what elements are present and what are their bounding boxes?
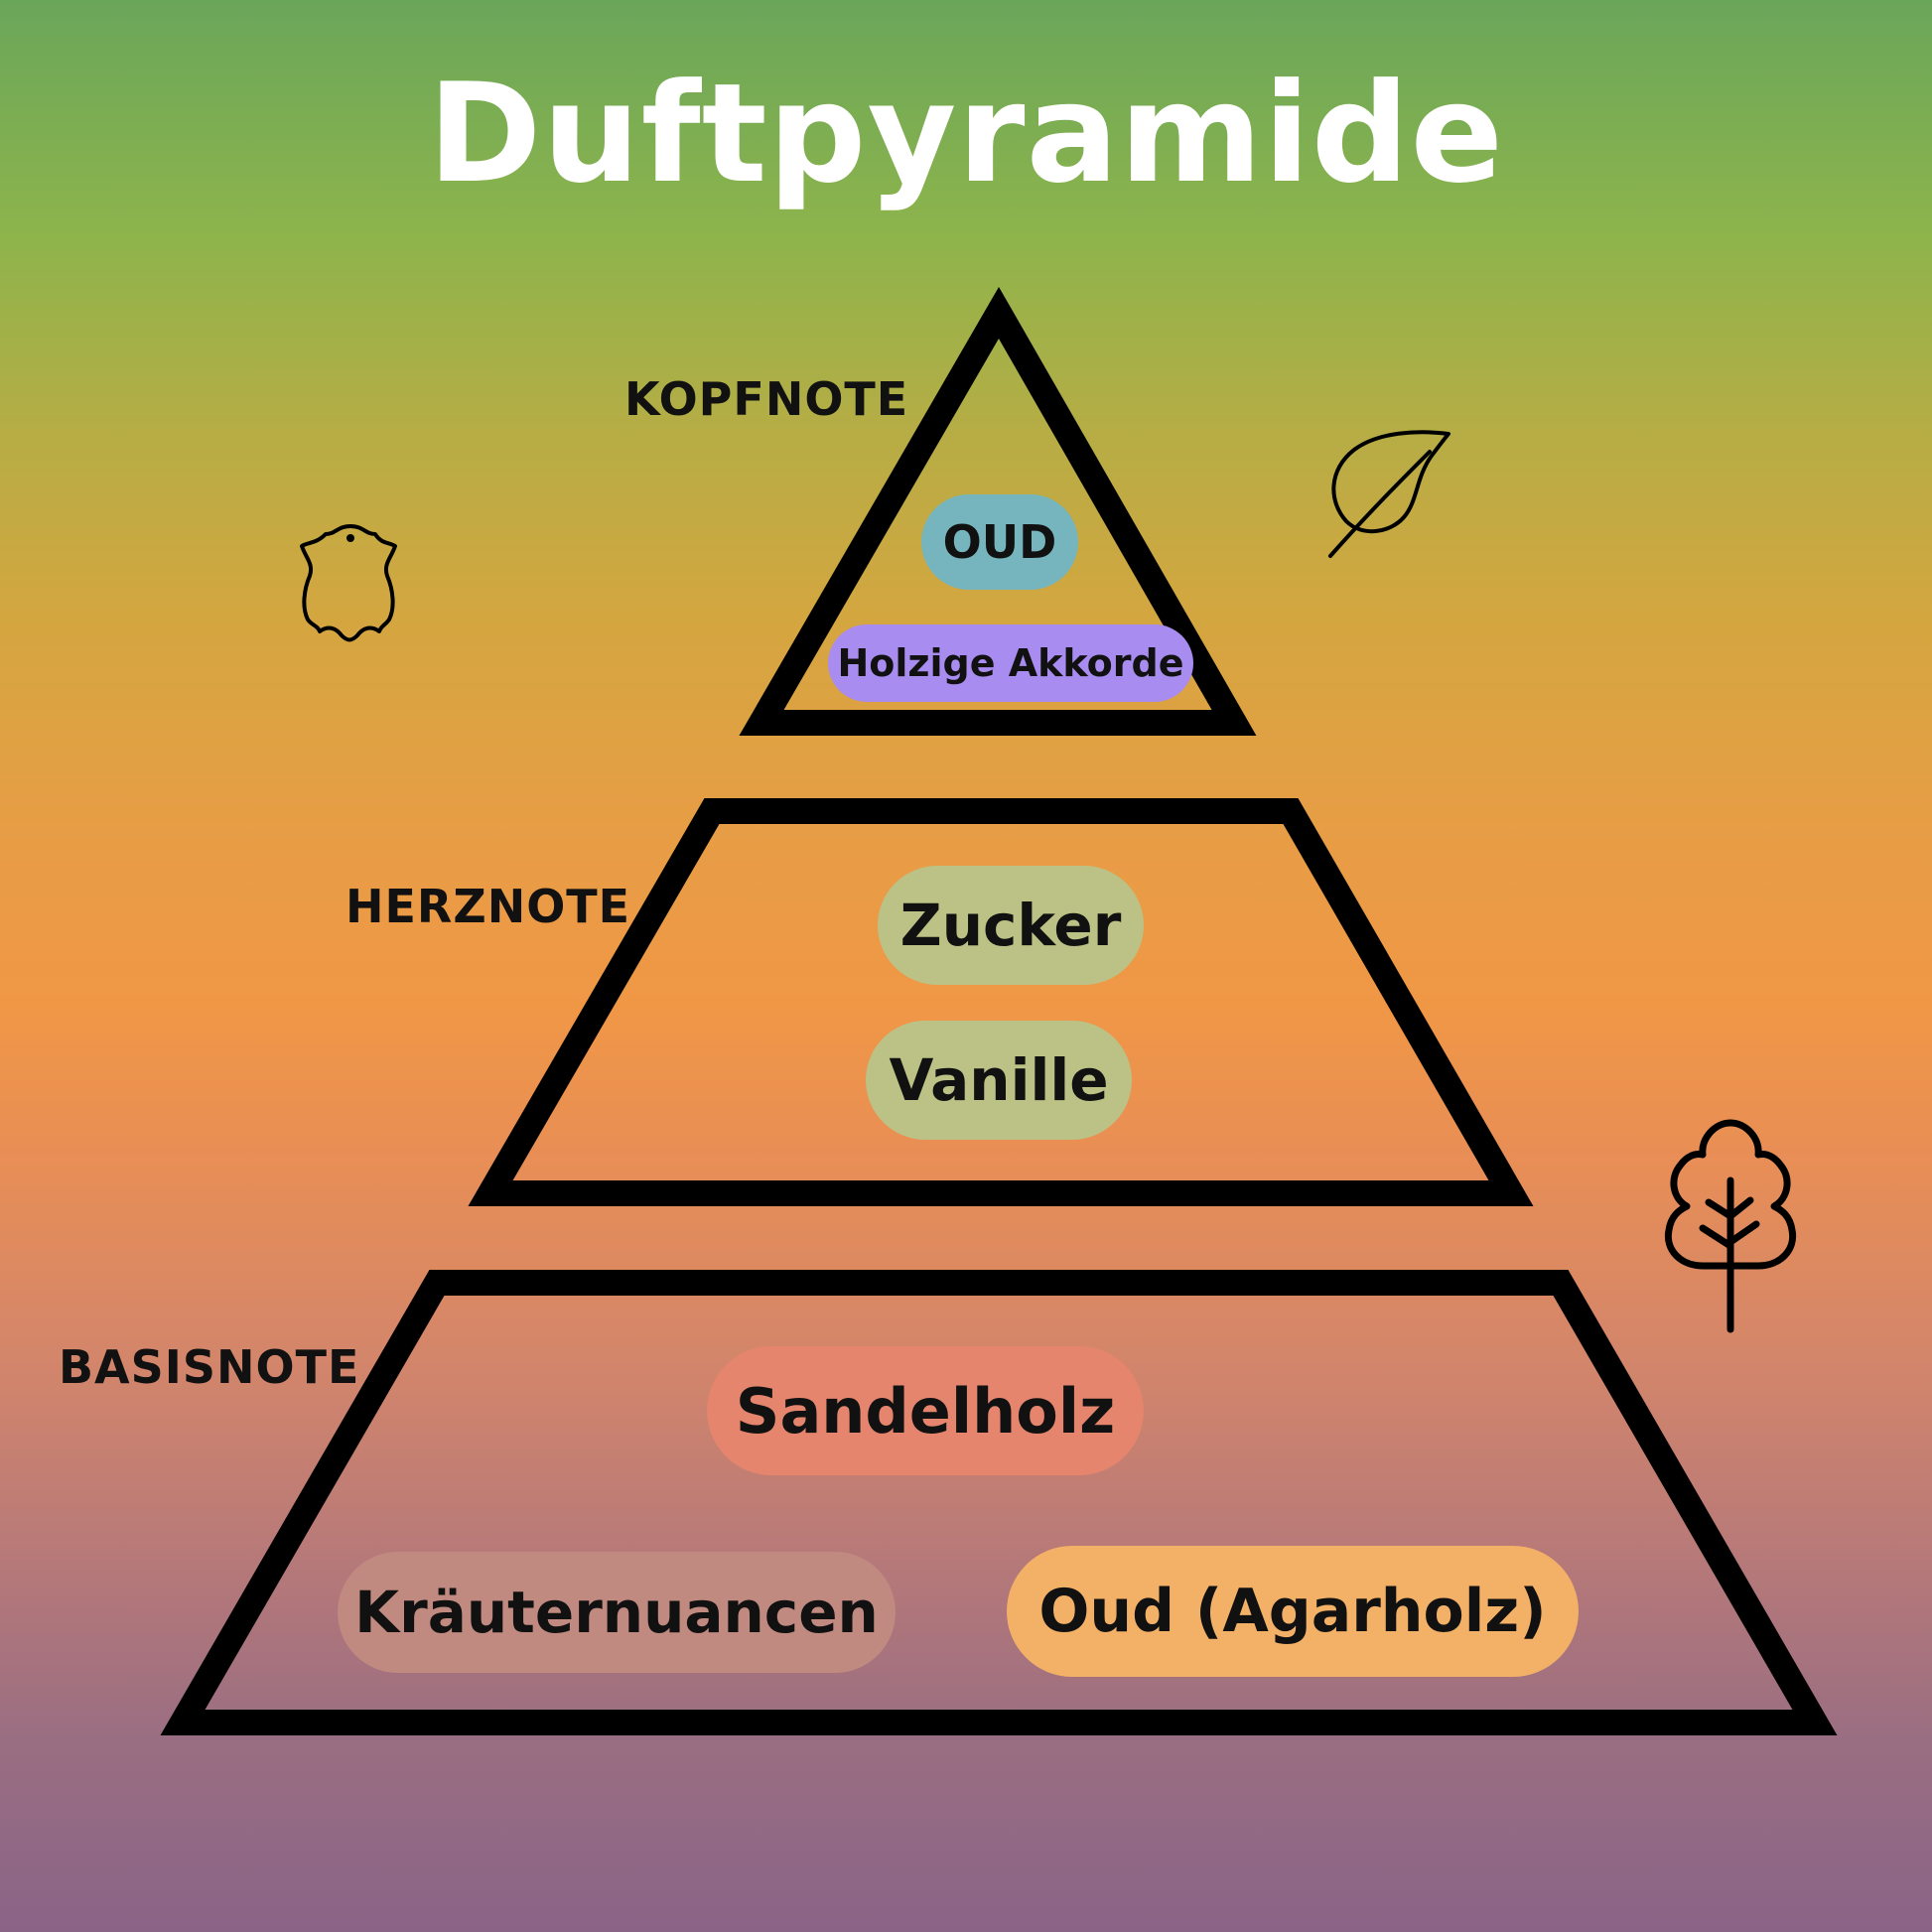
note-pill-sandelholz: Sandelholz	[707, 1346, 1144, 1475]
pyramid-base-tier	[160, 1270, 1838, 1735]
note-pill-zucker: Zucker	[878, 866, 1144, 985]
leather-icon	[300, 524, 397, 642]
label-herznote: HERZNOTE	[345, 880, 631, 933]
note-pill-oud-agarholz: Oud (Agarholz)	[1007, 1546, 1579, 1677]
note-pill-vanille: Vanille	[866, 1021, 1132, 1140]
pyramid-top-tier	[739, 286, 1257, 736]
note-pill-oud: OUD	[921, 494, 1078, 590]
label-basisnote: BASISNOTE	[59, 1340, 360, 1394]
label-kopfnote: KOPFNOTE	[624, 372, 909, 426]
pyramid-middle-tier	[468, 798, 1534, 1206]
leaf-icon	[1328, 430, 1450, 558]
note-pill-kraeuternuancen: Kräuternuancen	[338, 1552, 896, 1673]
tree-icon	[1664, 1119, 1797, 1333]
page-title: Duftpyramide	[427, 54, 1505, 213]
note-pill-holzige-akkorde: Holzige Akkorde	[828, 624, 1193, 702]
